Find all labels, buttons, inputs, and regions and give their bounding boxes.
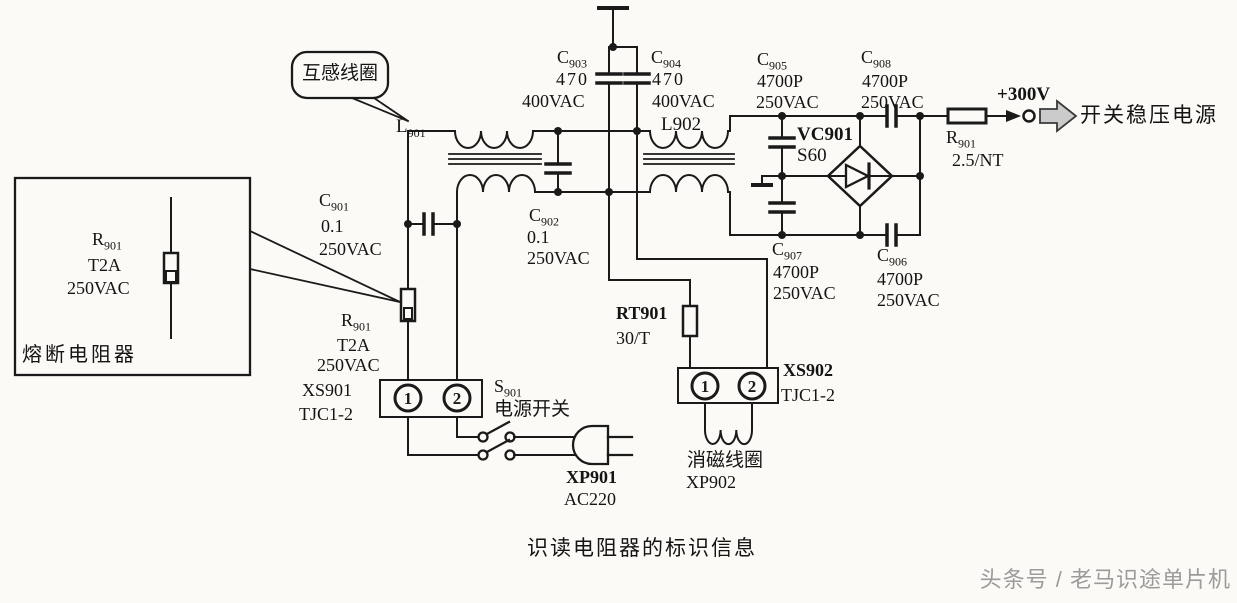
capacitor-c908-symbol	[885, 104, 898, 128]
callout-pointer	[350, 96, 410, 123]
capacitor-c903-label: C903	[557, 47, 588, 71]
capacitor-c904-symbol	[623, 46, 651, 132]
fusible-resistor-r901-spec1: T2A	[337, 335, 370, 355]
wire-degauss-feed	[608, 130, 768, 369]
switch-s901-desc: 电源开关	[494, 399, 571, 420]
xs902-pin1-number: 1	[701, 377, 710, 396]
connector-xs902-label: XS902	[783, 360, 834, 380]
xs901-pin1-number: 1	[404, 389, 413, 408]
capacitor-c902-symbol	[544, 130, 572, 193]
capacitor-c906-symbol	[885, 223, 898, 247]
resistor-r901-output-symbol	[946, 107, 988, 125]
capacitor-c901-symbol	[407, 212, 458, 236]
wire-right-bottom-rail	[727, 191, 921, 236]
callout-bubble	[290, 50, 410, 123]
fusible-resistor-r901-spec2: 250VAC	[317, 355, 380, 375]
inset-caption-label: 熔断电阻器	[22, 344, 137, 366]
inset-spec1-label: T2A	[88, 255, 121, 275]
capacitor-c908-value: 4700P	[862, 71, 909, 91]
resistor-r901-output-label: R901	[946, 127, 977, 151]
watermark: 头条号 / 老马识途单片机	[979, 567, 1231, 592]
connector-xs901-label: XS901	[302, 380, 353, 400]
capacitor-c902-label: C902	[529, 205, 560, 229]
degauss-coil-label: XP902	[686, 472, 737, 492]
connector-xs901-type: TJC1-2	[299, 404, 353, 424]
plug-xp901-value: AC220	[564, 489, 617, 509]
block-arrow-icon	[1039, 99, 1078, 133]
output-voltage-label: +300V	[997, 84, 1051, 105]
capacitor-c905-label: C905	[757, 49, 788, 73]
degauss-coil-name: 消磁线圈	[687, 450, 764, 471]
fusible-resistor-r901-label: R901	[341, 310, 372, 334]
capacitor-c903-rating: 400VAC	[522, 91, 585, 111]
chassis-tee-icon	[597, 6, 638, 48]
capacitor-c906-rating: 250VAC	[877, 290, 940, 310]
thermistor-rt901-symbol	[681, 304, 699, 338]
wire-left-column	[407, 130, 458, 381]
inset-ref-label: R901	[92, 229, 123, 253]
capacitor-c907-value: 4700P	[773, 262, 820, 282]
junction-dots	[404, 43, 924, 239]
surge-absorber-vc901-symbol	[781, 115, 921, 236]
inset-spec2-label: 250VAC	[67, 278, 130, 298]
capacitor-c907-symbol	[768, 175, 796, 236]
choke-l902-symbol	[643, 129, 735, 194]
capacitor-c905-rating: 250VAC	[756, 92, 819, 112]
choke-l902-label: L902	[661, 114, 702, 135]
capacitor-c901-value: 0.1	[321, 216, 344, 236]
choke-l901-symbol	[448, 129, 542, 194]
chassis-stub-icon	[751, 175, 783, 187]
inset-pointer-lines	[248, 229, 402, 304]
capacitor-c904-rating: 400VAC	[652, 91, 715, 111]
capacitor-c906-value: 4700P	[877, 269, 924, 289]
capacitor-c903-value: 470	[556, 69, 589, 89]
plug-xp901-label: XP901	[566, 467, 617, 487]
surge-absorber-vc901-label: VC901	[797, 124, 853, 145]
capacitor-c902-rating: 250VAC	[527, 248, 590, 268]
degauss-coil-xp902-symbol	[703, 402, 754, 446]
connector-xs902-symbol	[677, 367, 779, 404]
capacitor-c903-symbol	[595, 46, 623, 193]
switch-s901-symbol	[407, 416, 579, 461]
capacitor-c906-label: C906	[877, 245, 908, 269]
capacitor-c905-symbol	[768, 115, 796, 177]
wire-mid-rails	[532, 130, 651, 193]
switch-s901-label: S901	[494, 376, 523, 400]
inset-box	[13, 176, 402, 377]
capacitor-c908-label: C908	[861, 47, 892, 71]
connector-xs902-type: TJC1-2	[781, 385, 835, 405]
output-terminal-icon	[1006, 109, 1036, 123]
capacitor-c901-label: C901	[319, 190, 350, 214]
thermistor-rt901-label: RT901	[616, 303, 668, 323]
capacitor-c902-value: 0.1	[527, 227, 550, 247]
capacitor-c907-rating: 250VAC	[773, 283, 836, 303]
connector-xs901-symbol	[379, 379, 483, 418]
capacitor-c908-rating: 250VAC	[861, 92, 924, 112]
capacitor-c904-label: C904	[651, 47, 682, 71]
plug-xp901-symbol	[571, 424, 634, 466]
capacitor-c905-value: 4700P	[757, 71, 804, 91]
figure-caption: 识读电阻器的标识信息	[527, 537, 757, 560]
diode-icon	[844, 163, 871, 189]
surge-absorber-vc901-type: S60	[797, 145, 827, 166]
capacitor-c901-rating: 250VAC	[319, 239, 382, 259]
output-destination-label: 开关稳压电源	[1080, 103, 1218, 127]
callout-label: 互感线圈	[302, 63, 379, 84]
thermistor-rt901-value: 30/T	[616, 328, 650, 348]
xs902-pin2-number: 2	[748, 377, 757, 396]
fusible-resistor-r901-symbol	[399, 287, 417, 323]
xs901-pin2-number: 2	[453, 389, 462, 408]
capacitor-c907-label: C907	[772, 239, 803, 263]
choke-l901-label: L901	[396, 116, 426, 140]
capacitor-c904-value: 470	[652, 69, 685, 89]
resistor-r901-output-value: 2.5/NT	[952, 150, 1004, 170]
